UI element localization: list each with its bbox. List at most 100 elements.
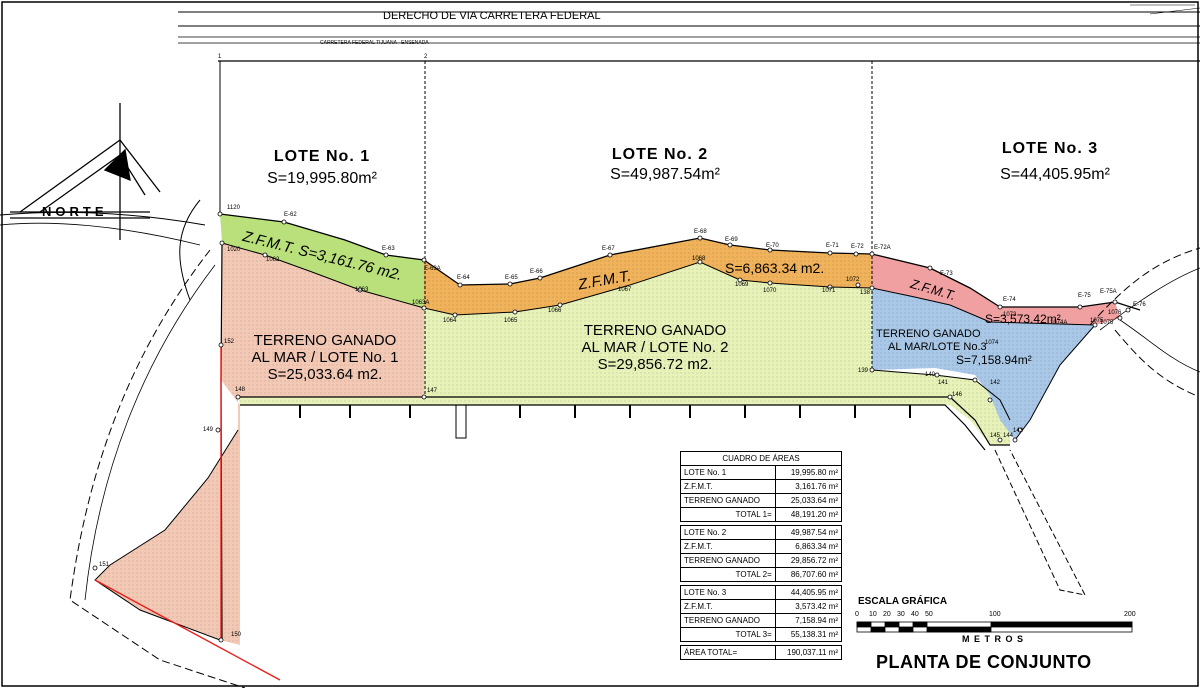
grand-total-label: ÁREA TOTAL= (680, 645, 776, 660)
row-label: Z.F.M.T. (680, 479, 776, 494)
vertex-label: 1072 (846, 277, 860, 283)
row-value: 3,161.76 m² (774, 479, 843, 494)
terreno-2-line1: TERRENO GANADO (583, 322, 727, 339)
vertex-label: 1020 (227, 247, 241, 253)
vertex-label: 1070 (763, 288, 777, 294)
terreno-3-line3: S=7,158.94m² (956, 353, 1032, 367)
zfmt-1-area (220, 214, 424, 308)
terreno-2-line3: S=29,856.72 m2. (597, 356, 713, 373)
scale-tick-label: 40 (911, 611, 919, 618)
drawing-title: PLANTA DE CONJUNTO (876, 652, 1092, 672)
scale-unit: M E T R O S (962, 634, 1025, 644)
vertex-label: E-74 (1003, 297, 1016, 303)
vertex-label: E-64 (457, 275, 470, 281)
vertex-label: E-75 (1078, 293, 1091, 299)
vertex-label: 1063A (412, 300, 430, 306)
table-total-row: TOTAL 3=55,138.31 m² (680, 627, 843, 642)
vertex-label: 1073 (1003, 312, 1017, 318)
lote-2-area: S=49,987.54m² (610, 166, 720, 183)
vertex-label: 150 (231, 632, 242, 638)
row-label: LOTE No. 1 (680, 465, 776, 480)
total-value: 86,707.60 m² (774, 567, 843, 582)
lote-3-title: LOTE No. 3 (1001, 140, 1099, 157)
vertex-label: 1075 (1100, 320, 1114, 326)
table-row: Z.F.M.T.3,161.76 m² (680, 479, 843, 494)
vertex-label: 142 (990, 380, 1001, 386)
vertex-label: 1068 (692, 256, 706, 262)
vertex-label: 152 (224, 339, 235, 345)
vertex-label: 141 (938, 380, 949, 386)
zfmt-2-area: S=6,863.34 m2. (725, 260, 825, 276)
vertex-label: 1062 (266, 257, 280, 263)
table-row: Z.F.M.T.3,573.42 m² (680, 599, 843, 614)
total-value: 48,191.20 m² (774, 507, 843, 522)
terreno-2-label: TERRENO GANADO AL MAR / LOTE No. 2 S=29,… (555, 322, 755, 373)
total-label: TOTAL 2= (680, 567, 776, 582)
vertex-label: E-75A (1100, 289, 1117, 295)
vertex-label: 151 (99, 562, 110, 568)
scale-tick-label: 0 (855, 611, 859, 618)
total-label: TOTAL 3= (680, 627, 776, 642)
row-value: 6,863.34 m² (774, 539, 843, 554)
pier-posts (299, 405, 911, 418)
grand-total-value: 190,037.11 m² (774, 645, 843, 660)
scale-title: ESCALA GRÁFICA (858, 596, 948, 607)
row-label: Z.F.M.T. (680, 539, 776, 554)
terreno-3-line1: TERRENO GANADO (876, 328, 981, 340)
vertex-label: 148 (235, 387, 246, 393)
road-title: DERECHO DE VIA CARRETERA FEDERAL (383, 10, 601, 22)
vertex-label: E-65 (505, 275, 518, 281)
vertex-label: 1120 (227, 205, 240, 211)
terreno-ganado-1-area (95, 243, 424, 645)
vertex-label: 2 (424, 54, 428, 60)
vertex-label: E-66 (530, 269, 543, 275)
row-value: 25,033.64 m² (774, 493, 843, 508)
row-value: 3,573.42 m² (774, 599, 843, 614)
table-total-row: TOTAL 1=48,191.20 m² (680, 507, 843, 522)
terreno-1-line2: AL MAR / LOTE No. 1 (251, 349, 399, 366)
vertex-label: E-76 (1133, 302, 1146, 308)
red-property-lines (94, 345, 281, 681)
row-label: Z.F.M.T. (680, 599, 776, 614)
row-label: TERRENO GANADO (680, 613, 776, 628)
row-value: 29,856.72 m² (774, 553, 843, 568)
scale-tick-label: 50 (925, 611, 933, 618)
north-label: NORTE (42, 204, 108, 219)
zfmt-2-area (424, 238, 872, 315)
vertex-label: E-72A (874, 245, 891, 251)
vertex-label: 1075 (1090, 318, 1104, 324)
vertex-label: 1071 (822, 288, 836, 294)
vertex-label: E-67 (602, 246, 615, 252)
vertex-label: 1074 (985, 340, 999, 346)
lote-3-area: S=44,405.95m² (1000, 166, 1110, 183)
vertex-label: 144 (1003, 433, 1014, 439)
vertex-label: E-63A (424, 266, 441, 272)
vertex-label: E-72 (851, 244, 864, 250)
terreno-ganado-2-area (238, 262, 1010, 445)
row-label: TERRENO GANADO (680, 493, 776, 508)
vertex-label: 1066 (548, 308, 562, 314)
vertex-label: 1074A (1050, 320, 1068, 326)
federal-road-lines (178, 4, 1200, 62)
graphic-scale-bar (856, 621, 1133, 633)
terreno-1-line1: TERRENO GANADO (253, 332, 397, 349)
total-label: TOTAL 1= (680, 507, 776, 522)
vertex-label: E-63 (382, 246, 395, 252)
vertex-label: E-68 (694, 229, 707, 235)
vertex-label: 1064 (443, 318, 457, 324)
terreno-1-line3: S=25,033.64 m2. (267, 366, 383, 383)
terreno-2-line2: AL MAR / LOTE No. 2 (581, 339, 729, 356)
row-label: LOTE No. 2 (680, 525, 776, 540)
vertex-label: 147 (427, 388, 438, 394)
row-label: LOTE No. 3 (680, 585, 776, 600)
row-value: 7,158.94 m² (774, 613, 843, 628)
vertex-label: 1067 (618, 287, 632, 293)
lote-1-title: LOTE No. 1 (273, 148, 371, 165)
vertex-label: 1 (218, 54, 222, 60)
table-total-row: TOTAL 2=86,707.60 m² (680, 567, 843, 582)
